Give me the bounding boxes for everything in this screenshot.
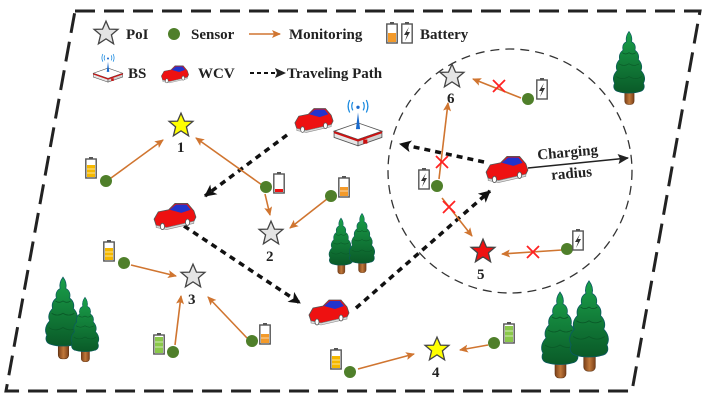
poi-label: 3 bbox=[188, 292, 196, 308]
sensors bbox=[100, 93, 573, 378]
legend-travel-path-label: Traveling Path bbox=[287, 66, 383, 82]
sensor-node bbox=[325, 190, 337, 202]
poi-star-icon bbox=[180, 263, 206, 288]
battery-icon-full-green bbox=[503, 321, 515, 344]
charging-radius-label: radius bbox=[551, 164, 593, 184]
battery-icon-high-yellow bbox=[103, 239, 115, 262]
poi-star-icon bbox=[258, 220, 284, 245]
legend-wcv-label: WCV bbox=[198, 66, 235, 82]
legend-bs-label: BS bbox=[128, 66, 146, 82]
wcv-car-icon bbox=[294, 108, 334, 133]
battery-icon-charging bbox=[418, 167, 430, 190]
batteries bbox=[85, 77, 584, 370]
travel-path-segment bbox=[399, 140, 485, 164]
legend-battery-icon bbox=[386, 21, 398, 44]
base-station-icon bbox=[333, 99, 383, 147]
wcv-car-icon bbox=[308, 299, 350, 326]
poi-label: 5 bbox=[477, 267, 485, 283]
battery-icon-high-yellow bbox=[330, 347, 342, 370]
poi-star-icon bbox=[470, 238, 496, 263]
monitoring-link bbox=[357, 352, 415, 370]
tree-icon bbox=[612, 31, 646, 105]
legend: PoI Sensor Monitoring Battery BS WCV Tra… bbox=[92, 20, 469, 84]
poi-star-icon bbox=[439, 63, 465, 88]
monitoring-link bbox=[130, 264, 177, 278]
travel-path-segment bbox=[354, 189, 492, 310]
cross-icon bbox=[492, 79, 506, 93]
legend-poi-icon bbox=[93, 20, 119, 45]
poi-label: 6 bbox=[447, 91, 455, 107]
traveling-path bbox=[183, 133, 492, 310]
sensor-node bbox=[344, 366, 356, 378]
cross-icon bbox=[435, 155, 449, 169]
pois: 1 2 3 4 5 6 bbox=[168, 63, 496, 381]
monitoring-link bbox=[438, 102, 452, 180]
legend-monitoring-label: Monitoring bbox=[289, 27, 363, 43]
battery-icon-low-red bbox=[273, 171, 285, 194]
charging-radius-label: Charging bbox=[537, 142, 600, 163]
monitoring-link bbox=[289, 198, 328, 229]
sensor-node bbox=[522, 93, 534, 105]
area-boundary bbox=[4, 9, 702, 393]
legend-battery-charging-icon bbox=[401, 21, 413, 44]
monitoring-link bbox=[207, 296, 248, 339]
legend-poi-label: PoI bbox=[126, 27, 149, 43]
cross-icon bbox=[526, 245, 540, 259]
legend-wcv-icon bbox=[160, 65, 190, 84]
tree-icon bbox=[70, 296, 100, 363]
sensor-node bbox=[260, 181, 272, 193]
monitoring-link bbox=[264, 193, 273, 216]
tree-icon bbox=[349, 213, 375, 273]
charging-radius-arrow bbox=[527, 154, 629, 169]
monitoring-link bbox=[174, 295, 184, 346]
battery-icon-medium-orange bbox=[338, 175, 350, 198]
trees bbox=[45, 31, 646, 379]
charging-range-circle bbox=[387, 48, 633, 294]
poi-star-icon bbox=[168, 112, 194, 137]
legend-bs-icon bbox=[92, 53, 124, 83]
cross-icon bbox=[442, 200, 456, 214]
sensor-node bbox=[167, 346, 179, 358]
travel-path-segment bbox=[183, 224, 301, 305]
sensor-node bbox=[118, 257, 130, 269]
legend-sensor-icon bbox=[168, 28, 180, 40]
sensor-node bbox=[488, 337, 500, 349]
poi-label: 1 bbox=[177, 140, 185, 156]
sensor-node bbox=[431, 180, 443, 192]
monitoring-link bbox=[459, 344, 489, 353]
poi-label: 4 bbox=[432, 365, 440, 381]
monitoring-link bbox=[110, 139, 164, 179]
poi-star-icon bbox=[424, 336, 450, 361]
wcv-car-icon bbox=[485, 155, 529, 184]
monitoring-link bbox=[195, 137, 263, 186]
battery-icon-charging bbox=[536, 77, 548, 100]
failed-link-marks bbox=[435, 79, 540, 259]
wcv-car-icon bbox=[153, 202, 197, 231]
battery-icon-medium-orange bbox=[259, 322, 271, 345]
battery-icon-full-green bbox=[153, 332, 165, 355]
battery-icon-charging bbox=[572, 228, 584, 251]
sensor-node bbox=[246, 335, 258, 347]
sensor-node bbox=[100, 175, 112, 187]
legend-sensor-label: Sensor bbox=[191, 27, 235, 43]
sensor-node bbox=[561, 243, 573, 255]
legend-battery-label: Battery bbox=[420, 27, 469, 43]
battery-icon-high-yellow bbox=[85, 156, 97, 179]
tree-icon bbox=[328, 217, 354, 275]
monitoring-links bbox=[110, 78, 563, 370]
poi-label: 2 bbox=[266, 249, 274, 265]
